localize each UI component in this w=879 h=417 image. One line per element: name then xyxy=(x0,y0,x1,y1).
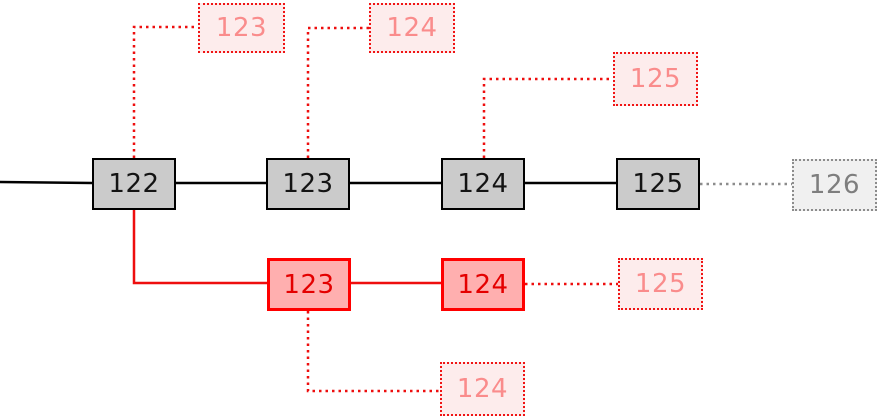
main-block-125: 125 xyxy=(616,158,700,210)
main-block-124: 124 xyxy=(441,158,525,210)
edge-123-orphan-124 xyxy=(306,26,369,158)
orphan-candidate-125: 125 xyxy=(613,52,698,106)
edge-122-orphan-123 xyxy=(132,25,198,158)
edge-fork-122-123 xyxy=(132,210,267,285)
edge-124-orphan-125 xyxy=(482,77,613,158)
fork-block-124: 124 xyxy=(441,258,525,311)
orphan-candidate-124: 124 xyxy=(369,3,455,53)
edge-fork-123-orphan-124 xyxy=(306,311,440,393)
candidate-block-126: 126 xyxy=(792,159,877,211)
fork-block-123: 123 xyxy=(267,258,351,311)
edge-main-left xyxy=(0,180,93,185)
main-block-123: 123 xyxy=(266,158,350,210)
orphan-candidate-123: 123 xyxy=(198,3,285,53)
fork-candidate-125: 125 xyxy=(618,258,703,310)
fork-orphan-candidate-124: 124 xyxy=(440,362,525,416)
main-block-122: 122 xyxy=(92,158,176,210)
